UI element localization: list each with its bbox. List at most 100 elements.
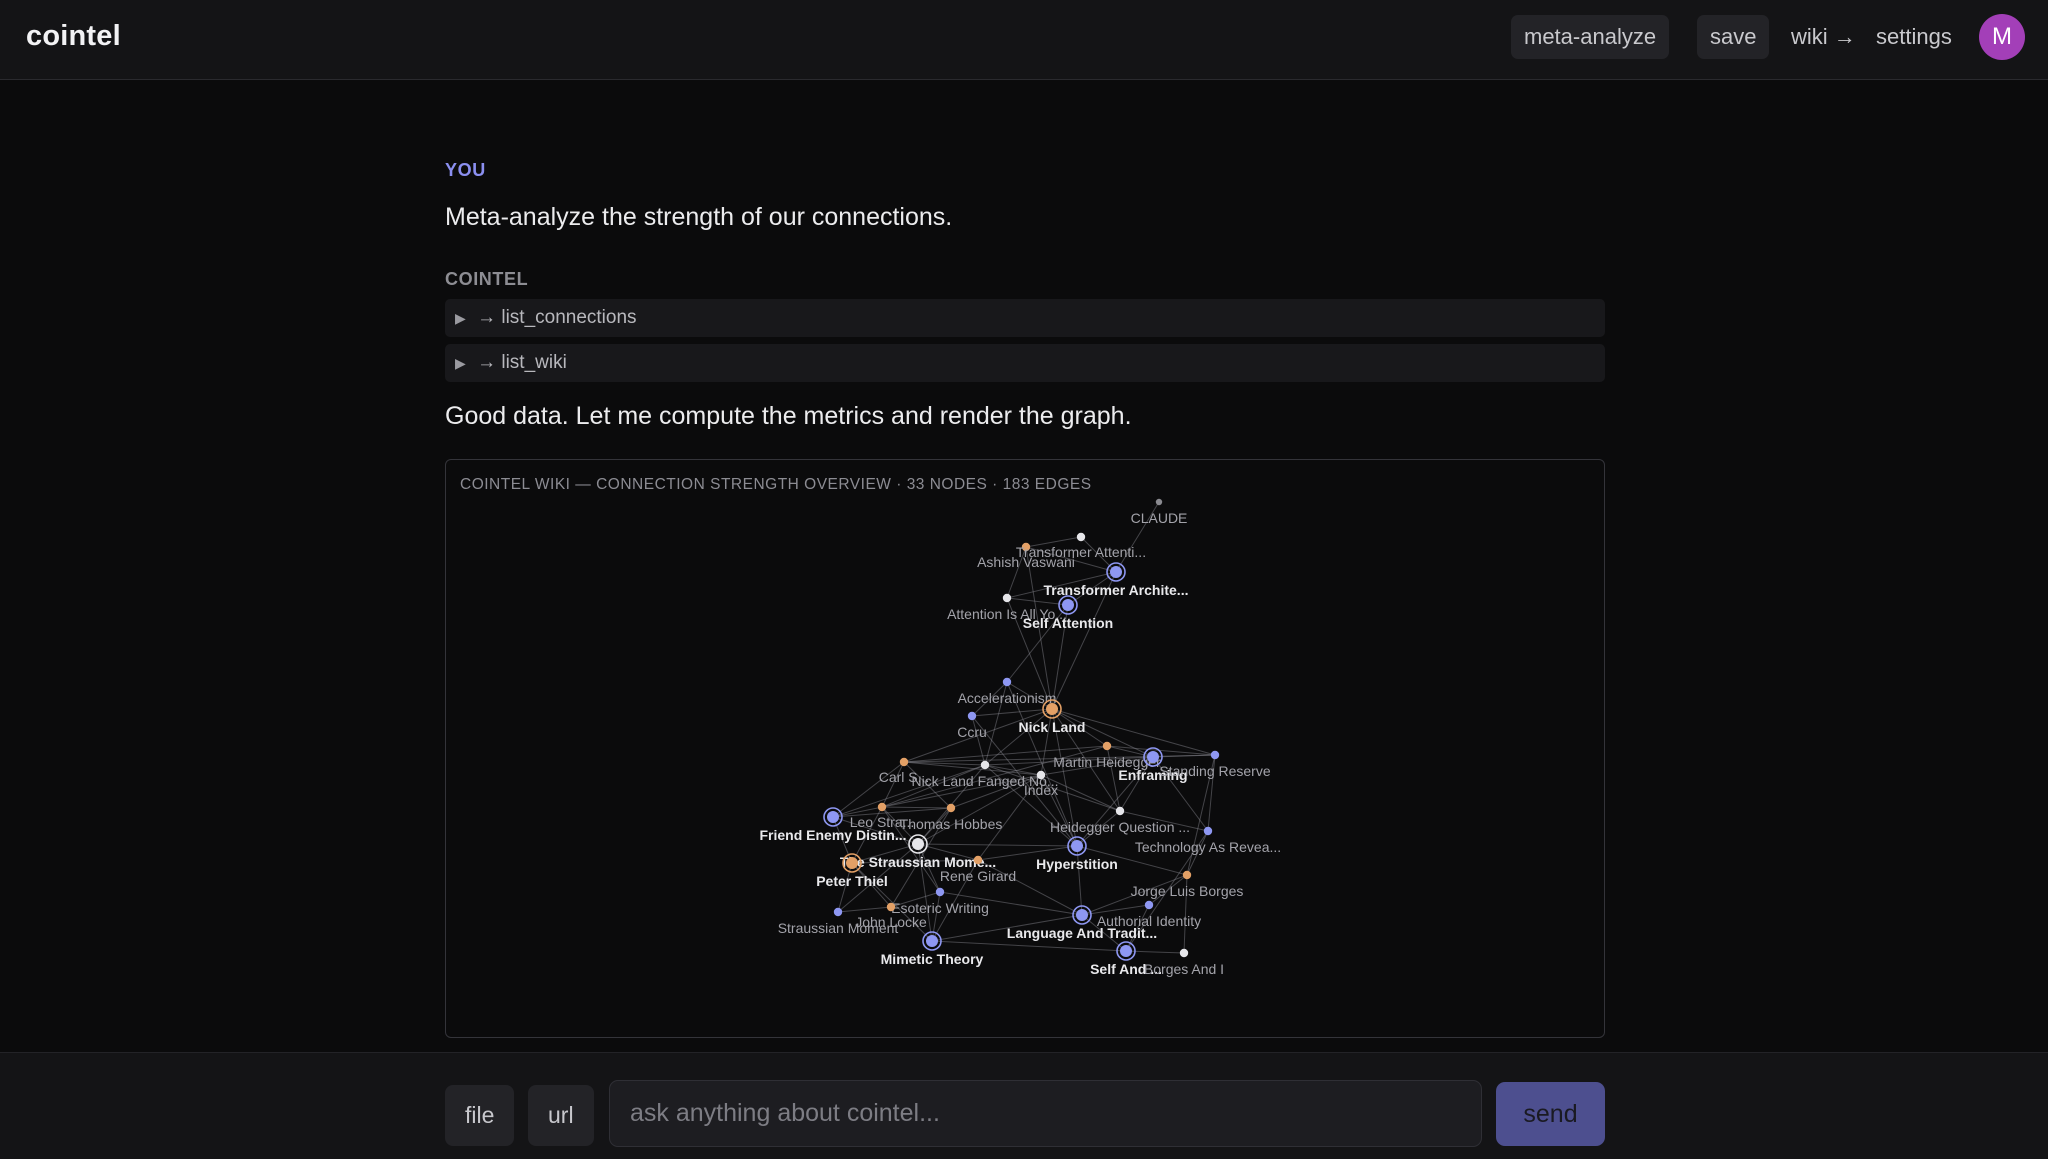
graph-edge	[903, 754, 1216, 763]
graph-edge	[1125, 830, 1209, 952]
node-dot	[1102, 741, 1112, 751]
graph-node-ccru[interactable]: Ccru	[957, 711, 987, 740]
graph-node-nick-land[interactable]: Nick Land	[1019, 699, 1086, 735]
url-button[interactable]: url	[528, 1085, 594, 1146]
settings-link[interactable]: settings	[1876, 24, 1952, 49]
composer-bar: file url send	[0, 1052, 2048, 1159]
graph-edge	[939, 891, 1083, 916]
assistant-message: Good data. Let me compute the metrics an…	[445, 402, 1132, 430]
graph-edge	[917, 843, 933, 942]
node-dot	[846, 857, 858, 869]
node-ring	[1106, 562, 1126, 582]
node-label: Language And Tradit...	[1007, 925, 1157, 941]
node-dot	[935, 887, 945, 897]
graph-node-claude[interactable]: CLAUDE	[1131, 498, 1188, 526]
graph-edge	[971, 708, 1053, 717]
graph-node-esoteric[interactable]: Esoteric Writing	[891, 887, 989, 916]
graph-edge	[984, 681, 1008, 766]
graph-edges	[832, 501, 1216, 954]
node-label: Carl S...	[879, 769, 930, 785]
graph-edge	[1115, 501, 1160, 573]
graph-edge	[1106, 745, 1154, 758]
graph-edge	[1051, 708, 1121, 812]
graph-node-self-attention[interactable]: Self Attention	[1023, 595, 1113, 631]
wiki-link[interactable]: wiki →	[1791, 24, 1856, 49]
graph-edge	[931, 914, 1083, 942]
graph-node-hobbes[interactable]: Thomas Hobbes	[900, 803, 1003, 832]
graph-node-authorial[interactable]: Authorial Identity	[1097, 900, 1201, 929]
graph-edge	[917, 843, 1078, 847]
graph-node-john-locke[interactable]: John Locke	[855, 902, 927, 930]
node-ring	[1042, 699, 1062, 719]
app-logo[interactable]: cointel	[26, 20, 121, 52]
graph-edge	[890, 891, 941, 908]
graph-node-enframing[interactable]: Enframing	[1118, 747, 1188, 783]
graph-node-hyperstition[interactable]: Hyperstition	[1036, 836, 1118, 872]
graph-edge	[1076, 845, 1188, 876]
graph-node-heidegger-q[interactable]: Heidegger Question ...	[1050, 806, 1190, 835]
graph-edge	[1106, 745, 1121, 812]
graph-node-index[interactable]: Index	[1024, 770, 1058, 798]
node-label: Straussian Moment	[778, 920, 899, 936]
graph-edge	[984, 764, 1078, 847]
graph-node-straussian-moment[interactable]: The Straussian Mome...	[840, 834, 996, 870]
tool-call-list-connections[interactable]: ▶ → list_connections	[445, 299, 1605, 337]
graph-edge	[971, 681, 1008, 717]
graph-edge	[832, 774, 1042, 818]
node-ring	[908, 834, 928, 854]
graph-node-heidegger[interactable]: Martin Heidegger	[1053, 741, 1161, 770]
file-button[interactable]: file	[445, 1085, 515, 1146]
graph-edge	[1148, 874, 1188, 906]
meta-analyze-button[interactable]: meta-analyze	[1511, 15, 1670, 59]
node-label: Rene Girard	[940, 868, 1016, 884]
graph-edge	[1006, 597, 1069, 606]
graph-node-leo-strauss[interactable]: Leo Stra...	[850, 802, 915, 830]
graph-edge	[881, 806, 952, 809]
graph-edge	[1006, 597, 1053, 710]
node-label: Nick Land Fanged No...	[911, 773, 1058, 789]
graph-edge	[1040, 774, 1121, 812]
node-label: Transformer Archite...	[1044, 582, 1189, 598]
graph-node-tech-reveal[interactable]: Technology As Revea...	[1135, 826, 1281, 855]
tool-call-label: → list_wiki	[477, 352, 567, 373]
graph-node-accelerationism[interactable]: Accelerationism	[958, 677, 1057, 706]
graph-edge	[1106, 745, 1216, 756]
graph-node-transformer-attn[interactable]: Transformer Attenti...	[1016, 532, 1146, 560]
graph-edge	[917, 774, 1042, 845]
send-button[interactable]: send	[1496, 1082, 1605, 1146]
graph-node-girard[interactable]: Rene Girard	[940, 855, 1016, 884]
top-bar: cointel meta-analyze save wiki → setting…	[0, 0, 2048, 80]
graph-node-carl-schmitt[interactable]: Carl S...	[879, 757, 930, 785]
graph-edge	[1183, 874, 1188, 954]
graph-node-friend-enemy[interactable]: Friend Enemy Distin...	[759, 807, 907, 843]
node-ring	[1067, 836, 1087, 856]
graph-node-mimetic[interactable]: Mimetic Theory	[881, 931, 984, 967]
graph-node-borges-and-i[interactable]: Borges And I	[1144, 948, 1224, 977]
graph-node-language-tradition[interactable]: Language And Tradit...	[1007, 905, 1157, 941]
avatar[interactable]: M	[1979, 14, 2025, 60]
node-label: The Straussian Mome...	[840, 854, 996, 870]
node-dot	[1120, 945, 1132, 957]
graph-node-standing-reserve[interactable]: Standing Reserve	[1159, 750, 1271, 779]
graph-node-peter-thiel[interactable]: Peter Thiel	[816, 853, 888, 889]
node-ring	[1143, 747, 1163, 767]
graph-node-borges[interactable]: Jorge Luis Borges	[1131, 870, 1244, 899]
node-label: Self Attention	[1023, 615, 1113, 631]
save-button[interactable]: save	[1697, 15, 1770, 59]
graph-node-transformer-arch[interactable]: Transformer Archite...	[1044, 562, 1189, 598]
graph-node-self-and-other[interactable]: Self And ...	[1090, 941, 1162, 977]
graph-node-fanged[interactable]: Nick Land Fanged No...	[911, 760, 1059, 789]
graph-node-vaswani[interactable]: Ashish Vaswani	[977, 542, 1075, 570]
graph-node-straussian-m2[interactable]: Straussian Moment	[778, 907, 899, 936]
chat-input[interactable]	[609, 1080, 1482, 1147]
node-label: CLAUDE	[1131, 510, 1188, 526]
tool-call-list-wiki[interactable]: ▶ → list_wiki	[445, 344, 1605, 382]
node-label: Index	[1024, 782, 1058, 798]
graph-edge	[832, 764, 986, 818]
graph-edge	[881, 745, 1108, 808]
node-label: Leo Stra...	[850, 814, 915, 830]
graph-title: COINTEL WIKI — CONNECTION STRENGTH OVERV…	[460, 476, 1092, 493]
graph-node-attention-all[interactable]: Attention Is All Yo...	[947, 593, 1067, 622]
graph-edge	[903, 761, 952, 809]
